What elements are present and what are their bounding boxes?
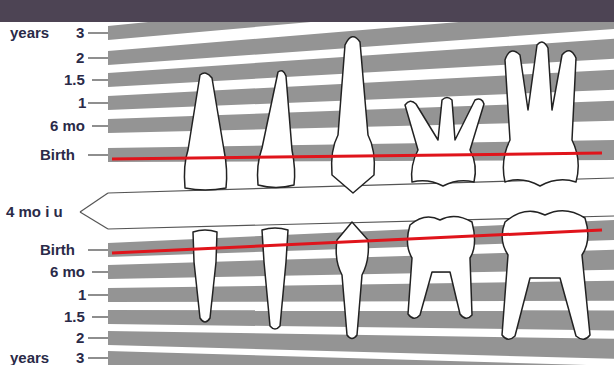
- upper-canine: [332, 37, 375, 193]
- tick: [92, 271, 108, 272]
- lower-central-incisor: [193, 230, 217, 322]
- lower-first-molar: [407, 216, 474, 318]
- tick: [88, 337, 108, 338]
- axis-label: 6 mo: [50, 264, 85, 280]
- axis-label: 1: [78, 95, 86, 111]
- axis-label: 1.5: [64, 72, 85, 88]
- tick: [92, 79, 108, 80]
- age-stripes: [108, 0, 614, 365]
- teeth: [184, 37, 590, 340]
- upper-second-molar: [503, 42, 578, 186]
- birth-lines: [112, 153, 602, 253]
- bracket-line: [80, 212, 108, 229]
- axis-label: 6 mo: [50, 118, 85, 134]
- axis-label: 2: [76, 50, 84, 66]
- age-stripe: [108, 351, 614, 365]
- tick: [88, 57, 108, 58]
- axis-label: 4 mo i u: [6, 204, 63, 220]
- axis-label: years: [10, 350, 49, 365]
- bracket-line: [80, 193, 108, 212]
- axis-label: Birth: [40, 147, 75, 163]
- lower-canine: [336, 222, 368, 339]
- tick: [92, 125, 108, 126]
- lower-lateral-incisor: [262, 228, 288, 329]
- axis-label: 1: [78, 287, 86, 303]
- axis-label: years: [10, 25, 49, 41]
- tick: [88, 102, 108, 103]
- tick: [88, 32, 108, 33]
- axis-label: 3: [76, 350, 84, 365]
- upper-first-molar: [405, 98, 484, 187]
- axis-label: Birth: [40, 242, 75, 258]
- tick: [88, 294, 108, 295]
- axis-label: 2: [76, 330, 84, 346]
- axis-label: 3: [76, 25, 84, 41]
- tick: [88, 357, 108, 358]
- tick: [92, 316, 108, 317]
- tick: [88, 249, 108, 250]
- birth-line: [112, 230, 602, 253]
- tick: [88, 154, 108, 155]
- birth-line: [112, 153, 602, 159]
- upper-central-incisor: [184, 73, 226, 190]
- tick-marks: [88, 33, 108, 358]
- upper-lateral-incisor: [258, 71, 295, 188]
- age-stripe: [108, 310, 614, 330]
- header-bar: [0, 0, 614, 22]
- axis-label: 1.5: [64, 309, 85, 325]
